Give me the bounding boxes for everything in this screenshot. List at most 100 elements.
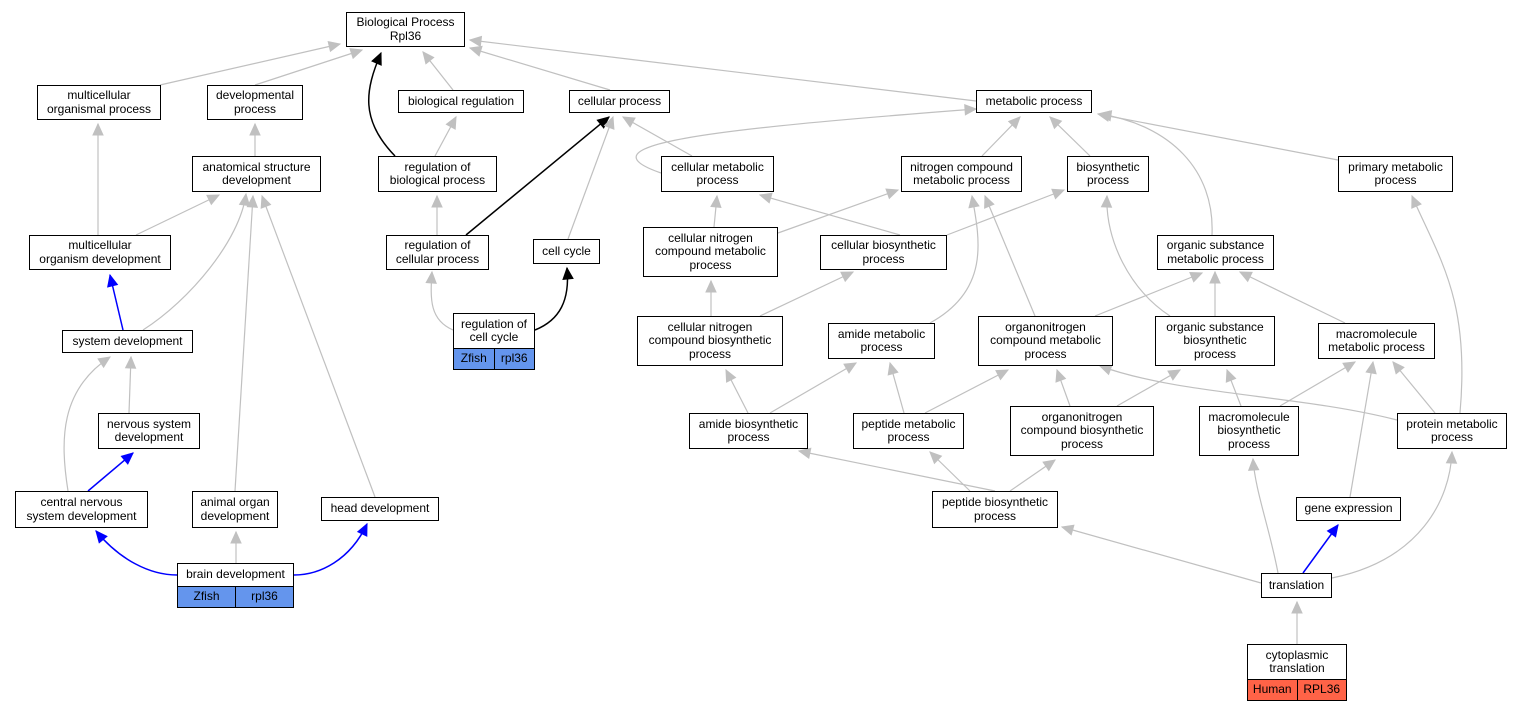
edge-mmp-osmp <box>1239 271 1346 324</box>
node-head-development[interactable]: head development <box>321 497 439 521</box>
node-nitrogen-compound-metabolic-process[interactable]: nitrogen compound metabolic process <box>901 156 1022 192</box>
edge-cncbp-cbp-arrowhead <box>840 271 855 283</box>
node-organic-substance-metabolic-process[interactable]: organic substance metabolic process <box>1157 235 1274 270</box>
node-nervous-system-development[interactable]: nervous system development <box>98 413 200 449</box>
node-label: gene expression <box>1304 501 1393 516</box>
node-gene-expression[interactable]: gene expression <box>1296 497 1401 521</box>
edge-breg-bp-arrowhead <box>422 51 435 65</box>
node-label: central nervous system development <box>26 495 137 523</box>
node-organonitrogen-compound-metabolic-process[interactable]: organonitrogen compound metabolic proces… <box>978 316 1113 366</box>
edge-cncmp-ncmp-arrowhead <box>885 188 900 200</box>
edge-rcc-cc <box>534 267 569 331</box>
node-regulation-of-biological-process[interactable]: regulation of biological process <box>378 156 497 192</box>
node-cellular-metabolic-process[interactable]: cellular metabolic process <box>661 156 774 192</box>
node-primary-metabolic-process[interactable]: primary metabolic process <box>1338 156 1453 192</box>
node-regulation-of-cellular-process[interactable]: regulation of cellular process <box>386 235 489 270</box>
edge-protmp-pmp-arrowhead <box>1411 194 1422 209</box>
edge-cncbp-cbp <box>759 271 854 317</box>
node-biological-process[interactable]: Biological Process Rpl36 <box>346 12 465 47</box>
node-label: cell cycle <box>542 243 591 258</box>
gene-tag: rpl36 <box>493 349 534 369</box>
edge-rcp-rbp-arrowhead <box>431 194 443 208</box>
node-cellular-nitrogen-compound-biosynthetic-process[interactable]: cellular nitrogen compound biosynthetic … <box>637 316 783 366</box>
edge-devp-bp <box>254 49 363 86</box>
node-multicellular-organism-development[interactable]: multicellular organism development <box>29 235 171 270</box>
node-label: organic substance biosynthetic process <box>1166 319 1264 361</box>
node-cellular-biosynthetic-process[interactable]: cellular biosynthetic process <box>820 235 947 270</box>
edge-devp-bp-arrowhead <box>349 48 364 60</box>
species-tag: Zfish <box>454 349 494 369</box>
node-label: cellular nitrogen compound biosynthetic … <box>648 319 772 361</box>
node-central-nervous-system-development[interactable]: central nervous system development <box>15 491 148 528</box>
edge-sd-mod-arrowhead <box>107 273 119 288</box>
edge-protmp-oncmp-arrowhead <box>1098 364 1113 376</box>
edge-bios-metp-arrowhead <box>1049 116 1063 130</box>
edge-rcp-cellp-arrowhead <box>596 116 610 129</box>
node-biological-regulation[interactable]: biological regulation <box>398 90 524 113</box>
edge-cnsd-sd-arrowhead <box>97 356 112 369</box>
node-organic-substance-biosynthetic-process[interactable]: organic substance biosynthetic process <box>1155 316 1275 366</box>
edge-oncmp-osmp <box>1094 272 1203 317</box>
edge-tr-protmp-arrowhead <box>1445 450 1458 464</box>
edge-pepbp-oncbp-arrowhead <box>1042 459 1056 472</box>
node-macromolecule-metabolic-process[interactable]: macromolecule metabolic process <box>1318 323 1435 359</box>
node-cytoplasmic-translation[interactable]: cytoplasmic translation Human RPL36 <box>1247 644 1347 701</box>
node-organonitrogen-compound-biosynthetic-process[interactable]: organonitrogen compound biosynthetic pro… <box>1010 406 1154 456</box>
node-label: peptide biosynthetic process <box>941 495 1049 523</box>
node-label: cytoplasmic translation <box>1265 647 1329 675</box>
node-label: cellular process <box>577 93 662 108</box>
edge-cbp-cmp <box>759 194 901 236</box>
edge-bd-cnsd-arrowhead <box>95 530 108 544</box>
node-label: regulation of biological process <box>389 159 486 187</box>
node-label: organonitrogen compound metabolic proces… <box>990 319 1101 361</box>
edge-aod-asd-arrowhead <box>246 194 259 208</box>
node-label: cellular nitrogen compound metabolic pro… <box>655 230 766 272</box>
node-brain-development[interactable]: brain development Zfish rpl36 <box>177 563 294 608</box>
species-tag: Human <box>1248 680 1297 700</box>
node-developmental-process[interactable]: developmental process <box>207 85 303 120</box>
node-label: organic substance metabolic process <box>1166 238 1265 266</box>
edge-cbp-bios <box>946 189 1065 236</box>
edge-ge-mmp-arrowhead <box>1365 360 1377 375</box>
edge-hd-asd <box>261 195 376 498</box>
node-regulation-of-cell-cycle[interactable]: regulation of cell cycle Zfish rpl36 <box>453 313 535 370</box>
node-label: translation <box>1268 577 1325 592</box>
node-peptide-metabolic-process[interactable]: peptide metabolic process <box>853 413 964 449</box>
edge-cmp-cellp <box>622 116 693 157</box>
edge-ct-tr-arrowhead <box>1291 600 1303 614</box>
edge-rcc-rcp-arrowhead <box>425 270 437 284</box>
edge-cmp-metp-arrowhead <box>964 104 978 116</box>
node-cellular-nitrogen-compound-metabolic-process[interactable]: cellular nitrogen compound metabolic pro… <box>643 227 778 277</box>
node-animal-organ-development[interactable]: animal organ development <box>192 491 278 528</box>
edge-cc-cellp <box>567 116 614 240</box>
node-protein-metabolic-process[interactable]: protein metabolic process <box>1397 413 1507 449</box>
node-system-development[interactable]: system development <box>62 330 193 353</box>
species-tag: Zfish <box>178 587 235 607</box>
edge-hd-asd-arrowhead <box>260 194 272 209</box>
node-label: amide biosynthetic process <box>698 416 799 444</box>
edge-cmp-metp <box>635 108 977 174</box>
node-cellular-process[interactable]: cellular process <box>569 90 670 113</box>
node-translation[interactable]: translation <box>1261 573 1332 598</box>
edge-ge-mmp <box>1349 361 1374 498</box>
node-macromolecule-biosynthetic-process[interactable]: macromolecule biosynthetic process <box>1199 406 1299 456</box>
edge-pepbp-pepmp-arrowhead <box>929 451 943 465</box>
edge-abp-cncbp-arrowhead <box>725 368 737 383</box>
node-amide-metabolic-process[interactable]: amide metabolic process <box>828 323 935 359</box>
node-multicellular-organismal-process[interactable]: multicellular organismal process <box>37 85 161 120</box>
edge-osbp-bios-arrowhead <box>1100 194 1113 208</box>
node-anatomical-structure-development[interactable]: anatomical structure development <box>192 156 321 192</box>
node-label: cellular biosynthetic process <box>831 238 936 266</box>
node-biosynthetic-process[interactable]: biosynthetic process <box>1067 156 1149 192</box>
node-label: cellular metabolic process <box>671 159 764 187</box>
edge-protmp-mmp-arrowhead <box>1392 361 1405 375</box>
node-peptide-biosynthetic-process[interactable]: peptide biosynthetic process <box>932 491 1058 528</box>
edge-pmp-metp <box>1097 113 1339 161</box>
edge-tr-pepbp-arrowhead <box>1060 524 1075 536</box>
node-metabolic-process[interactable]: metabolic process <box>976 90 1092 113</box>
node-amide-biosynthetic-process[interactable]: amide biosynthetic process <box>689 413 808 449</box>
edge-bd-aod-arrowhead <box>230 530 242 544</box>
edge-oncbp-osbp-arrowhead <box>1167 369 1182 381</box>
node-cell-cycle[interactable]: cell cycle <box>533 239 600 264</box>
